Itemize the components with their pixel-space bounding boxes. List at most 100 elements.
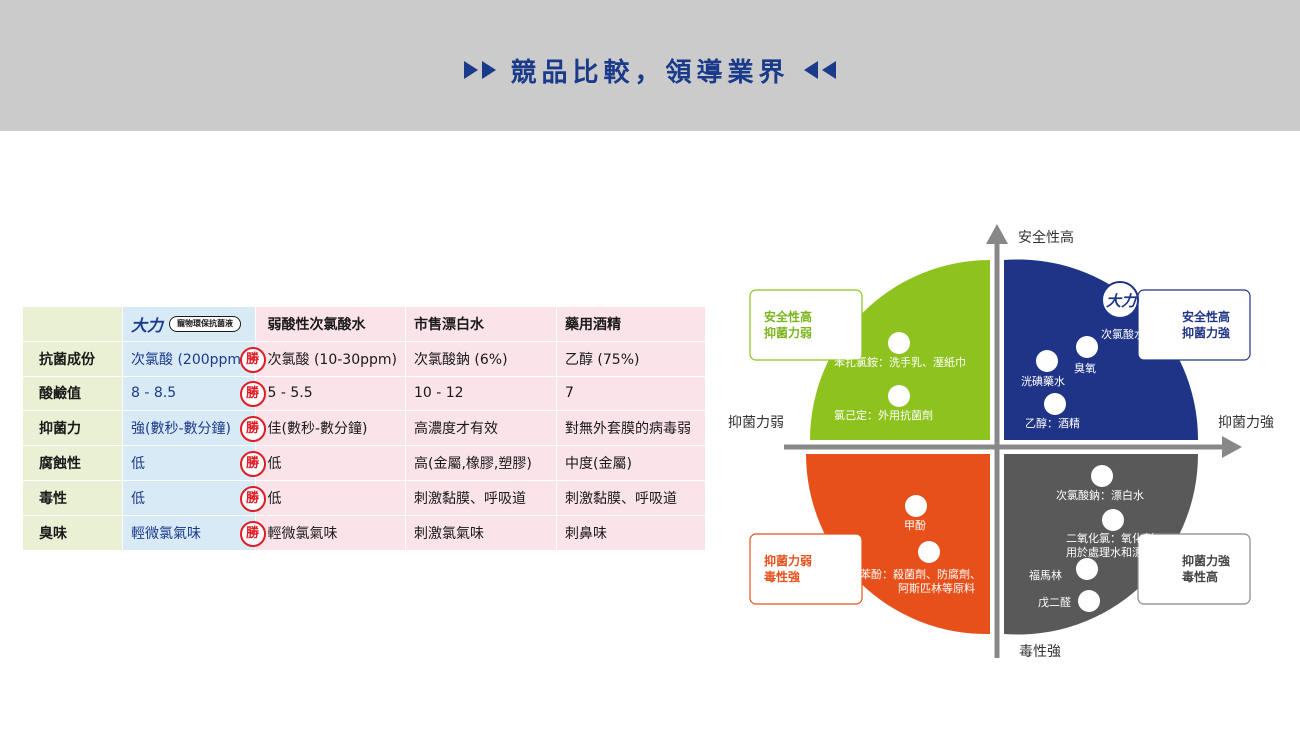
weak-acid-cell: 勝低	[239, 445, 406, 481]
brand-cell: 次氯酸 (200ppm)	[122, 340, 256, 377]
table-row: 腐蝕性 低 勝低 高(金屬,橡膠,塑膠) 中度(金屬)	[22, 445, 706, 481]
row-label: 抗菌成份	[22, 340, 123, 377]
bleach-cell: 次氯酸鈉 (6%)	[404, 340, 557, 377]
box-bottom-left	[749, 533, 863, 605]
box-top-left-line2: 抑菌力弱	[764, 325, 812, 340]
brand-cell: 8 - 8.5	[122, 375, 256, 412]
column-header: 市售漂白水	[404, 306, 557, 342]
quadrant-bottom-right	[1004, 454, 1199, 635]
weak-acid-value: 5 - 5.5	[267, 385, 313, 402]
item-dot	[1076, 558, 1098, 580]
win-badge: 勝	[239, 381, 266, 408]
item-dot	[1078, 590, 1100, 612]
quadrant-diagram: 安全性高 毒性強 抑菌力弱 抑菌力強 安全性高 抑菌力弱 安全性高 抑菌力強 抑…	[720, 220, 1280, 670]
item-label: 乙醇：酒精	[1025, 416, 1080, 430]
bleach-cell: 高(金屬,橡膠,塑膠)	[404, 445, 557, 481]
alcohol-cell: 對無外套膜的病毒弱	[555, 410, 706, 447]
row-label: 毒性	[22, 479, 123, 516]
item-label: 苯扎氯銨：洗手乳、溼紙巾	[834, 355, 966, 369]
win-badge: 勝	[239, 520, 266, 547]
box-top-right-line1: 安全性高	[1182, 309, 1230, 324]
box-top-right-line2: 抑菌力強	[1182, 325, 1230, 340]
win-badge: 勝	[239, 485, 266, 512]
item-label: 戊二醛	[1038, 595, 1071, 609]
item-dot	[918, 541, 940, 563]
weak-acid-cell: 勝輕微氯氣味	[239, 514, 406, 551]
box-bottom-left-line2: 毒性強	[764, 569, 800, 584]
axis-label-left: 抑菌力弱	[728, 415, 784, 431]
item-dot	[1091, 465, 1113, 487]
box-bottom-left-line1: 抑菌力弱	[764, 553, 812, 568]
alcohol-cell: 刺鼻味	[555, 514, 706, 551]
item-label: 次氯酸水	[1101, 327, 1145, 341]
brand-cell: 低	[122, 479, 256, 516]
item-label: 用於處理水和漂白	[1066, 545, 1154, 559]
item-label: 二氧化氯：氧化劑，	[1066, 531, 1165, 545]
item-label: 洸碘藥水	[1021, 374, 1065, 388]
row-label: 抑菌力	[22, 410, 123, 447]
win-badge: 勝	[239, 451, 266, 478]
alcohol-cell: 中度(金屬)	[555, 445, 706, 481]
header-title-group: 競品比較，領導業界	[0, 0, 1300, 140]
axis-arrow-right-icon	[1222, 436, 1242, 458]
box-bottom-right-line2: 毒性高	[1182, 569, 1218, 584]
brand-cell: 低	[122, 445, 256, 481]
item-label: 甲酚	[904, 518, 926, 532]
page-title: 競品比較，領導業界	[510, 57, 790, 88]
bleach-cell: 刺激氯氣味	[404, 514, 557, 551]
brand-cell: 輕微氯氣味	[122, 514, 256, 551]
win-badge: 勝	[239, 416, 266, 443]
box-bottom-right	[1137, 533, 1251, 605]
table-row: 毒性 低 勝低 刺激黏膜、呼吸道 刺激黏膜、呼吸道	[22, 479, 706, 516]
item-dot	[1102, 509, 1124, 531]
item-dot	[1076, 336, 1098, 358]
weak-acid-value: 次氯酸 (10-30ppm)	[267, 351, 397, 368]
bleach-cell: 刺激黏膜、呼吸道	[404, 479, 557, 516]
table-row: 抑菌力 強(數秒-數分鐘) 勝佳(數秒-數分鐘) 高濃度才有效 對無外套膜的病毒…	[22, 410, 706, 447]
corner-cell	[22, 306, 123, 342]
weak-acid-cell: 勝佳(數秒-數分鐘)	[239, 410, 406, 447]
item-label: 次氯酸鈉：漂白水	[1056, 488, 1144, 502]
item-dot	[1036, 350, 1058, 372]
item-label: 臭氧	[1074, 361, 1096, 375]
box-top-left-line1: 安全性高	[764, 309, 812, 324]
item-dot	[888, 332, 910, 354]
alcohol-cell: 乙醇 (75%)	[555, 340, 706, 377]
bone-label: 寵物環保抗菌液	[169, 315, 242, 332]
brand-logo-badge-text: 大力	[1106, 292, 1138, 310]
bleach-cell: 高濃度才有效	[404, 410, 557, 447]
weak-acid-cell: 勝低	[239, 479, 406, 516]
comparison-table: 大力 寵物環保抗菌液 弱酸性次氯酸水 市售漂白水 藥用酒精 抗菌成份 次氯酸 (…	[22, 306, 706, 551]
item-label: 阿斯匹林等原料	[898, 581, 975, 595]
weak-acid-cell: 勝次氯酸 (10-30ppm)	[239, 340, 406, 377]
win-badge: 勝	[239, 346, 266, 373]
weak-acid-value: 低	[267, 490, 282, 507]
column-header: 弱酸性次氯酸水	[254, 306, 406, 342]
header-bar	[0, 0, 1300, 131]
weak-acid-value: 佳(數秒-數分鐘)	[267, 421, 368, 438]
table-row: 臭味 輕微氯氣味 勝輕微氯氣味 刺激氯氣味 刺鼻味	[22, 514, 706, 551]
item-dot	[888, 385, 910, 407]
weak-acid-value: 輕微氯氣味	[267, 525, 338, 542]
item-label: 氯己定：外用抗菌劑	[834, 408, 933, 422]
quadrant-bottom-left	[806, 454, 990, 635]
brand-logo-badge	[1101, 281, 1139, 319]
column-header: 藥用酒精	[555, 306, 706, 342]
table-row: 抗菌成份 次氯酸 (200ppm) 勝次氯酸 (10-30ppm) 次氯酸鈉 (…	[22, 340, 706, 377]
box-top-left	[749, 289, 863, 361]
item-label: 福馬林	[1029, 568, 1062, 582]
row-label: 酸鹼值	[22, 375, 123, 412]
item-dot	[1044, 393, 1066, 415]
row-label: 臭味	[22, 514, 123, 551]
row-label: 腐蝕性	[22, 445, 123, 481]
item-label: 苯酚：殺菌劑、防腐劑、	[860, 567, 981, 581]
axis-arrow-up-icon	[986, 224, 1008, 244]
table-header-row: 大力 寵物環保抗菌液 弱酸性次氯酸水 市售漂白水 藥用酒精	[22, 306, 706, 342]
right-arrows-icon	[464, 61, 497, 79]
left-arrows-icon	[803, 61, 836, 79]
brand-cell: 強(數秒-數分鐘)	[122, 410, 256, 447]
alcohol-cell: 7	[555, 375, 706, 412]
axis-label-right: 抑菌力強	[1218, 415, 1274, 431]
